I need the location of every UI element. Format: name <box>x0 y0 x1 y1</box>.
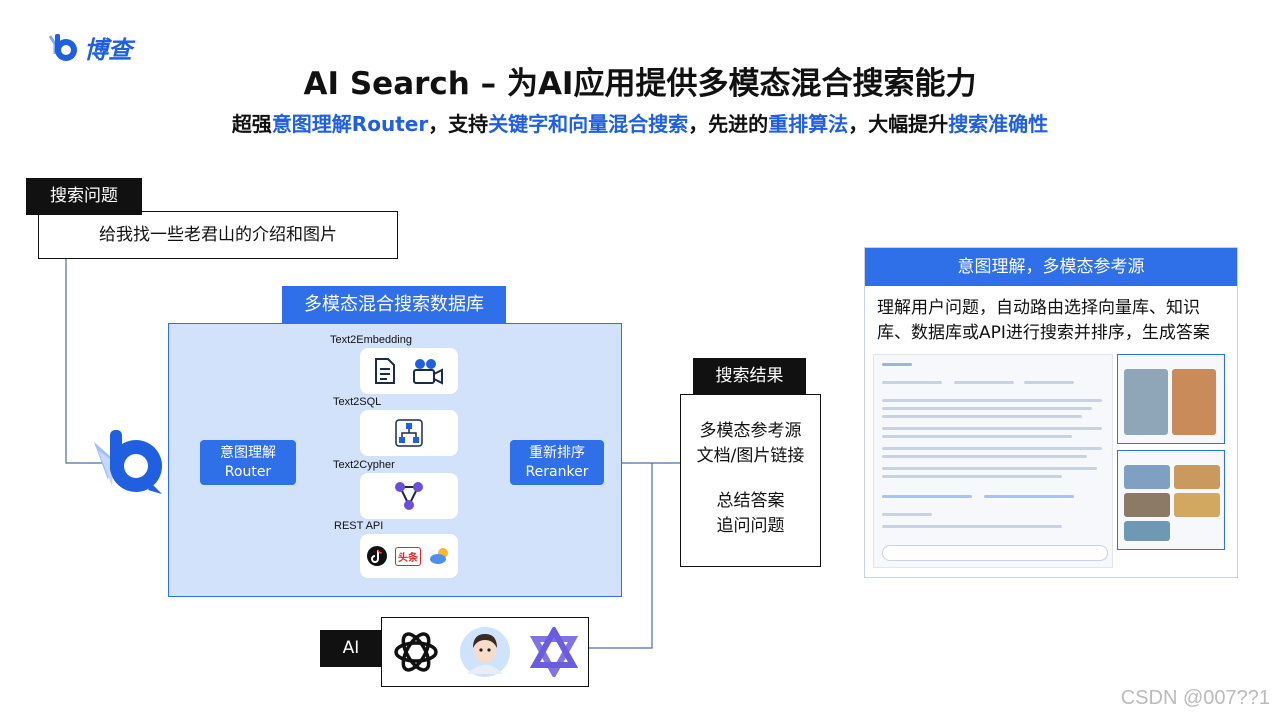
intent-card: 意图理解，多模态参考源 理解用户问题，自动路由选择向量库、知识库、数据库或API… <box>864 247 1238 578</box>
video-preview <box>1117 354 1225 444</box>
subtitle-highlight: 重排算法 <box>768 112 849 136</box>
tool-label-text2embedding: Text2Embedding <box>330 334 412 346</box>
result-line: 文档/图片链接 <box>696 446 805 466</box>
avatar-icon <box>460 627 510 677</box>
ai-models-box <box>381 617 589 687</box>
result-line: 总结答案 <box>716 491 785 511</box>
subtitle-highlight: 意图理解Router <box>271 112 429 136</box>
weather-icon <box>430 548 448 564</box>
subtitle-highlight: 关键字和向量混合搜索 <box>488 112 689 136</box>
reranker-sublabel: Reranker <box>525 463 589 480</box>
bocha-logo-icon <box>48 34 77 61</box>
router-label: 意图理解 <box>220 444 276 461</box>
sitemap-icon <box>395 419 423 447</box>
tool-card-text2embedding <box>360 348 458 394</box>
results-tag: 搜索结果 <box>693 358 806 395</box>
database-title: 多模态混合搜索数据库 <box>282 286 506 324</box>
openai-icon <box>394 632 438 672</box>
tool-label-text2sql: Text2SQL <box>333 396 382 408</box>
result-line: 追问问题 <box>716 516 785 536</box>
result-line: 多模态参考源 <box>699 421 802 441</box>
tiktok-icon <box>367 546 387 566</box>
router-sublabel: Router <box>224 463 272 480</box>
brand-name: 博查 <box>84 36 132 64</box>
intent-card-description: 理解用户问题，自动路由选择向量库、知识库、数据库或API进行搜索并排序，生成答案 <box>877 298 1210 343</box>
subtitle-part: ，先进的 <box>688 112 769 136</box>
star-logo-icon <box>529 627 579 677</box>
subtitle-part: 超强 <box>231 112 272 136</box>
document-icon <box>375 358 395 384</box>
subtitle-highlight: 搜索准确性 <box>948 112 1049 136</box>
ai-tag: AI <box>320 630 382 667</box>
results-box: 多模态参考源 文档/图片链接 总结答案 追问问题 <box>680 394 821 567</box>
preview-input <box>882 545 1108 561</box>
subtitle-part: ，支持 <box>428 112 489 136</box>
tool-label-text2cypher: Text2Cypher <box>333 459 395 471</box>
tool-card-rest-api: 头条 <box>360 534 458 578</box>
page-subtitle: 超强意图理解Router，支持关键字和向量混合搜索，先进的重排算法，大幅提升搜索… <box>0 108 1280 137</box>
video-camera-icon <box>413 359 443 385</box>
image-preview <box>1117 450 1225 550</box>
router-box: 意图理解 Router <box>200 440 296 485</box>
query-text: 给我找一些老君山的介绍和图片 <box>99 225 337 245</box>
graph-icon <box>395 482 423 510</box>
subtitle-part: ，大幅提升 <box>848 112 949 136</box>
page-title: AI Search – 为AI应用提供多模态混合搜索能力 <box>303 66 977 102</box>
watermark: CSDN @007??1 <box>1120 687 1270 709</box>
reranker-box: 重新排序 Reranker <box>510 440 604 485</box>
reranker-label: 重新排序 <box>529 444 585 461</box>
tool-label-rest-api: REST API <box>334 520 384 532</box>
toutiao-icon: 头条 <box>395 546 421 566</box>
intent-card-title: 意图理解，多模态参考源 <box>865 248 1237 286</box>
query-tag: 搜索问题 <box>26 178 142 215</box>
bocha-large-logo-icon <box>94 430 162 494</box>
tool-card-text2sql <box>360 410 458 456</box>
search-result-preview <box>873 354 1113 568</box>
query-box: 给我找一些老君山的介绍和图片 <box>38 211 398 259</box>
tool-card-text2cypher <box>360 473 458 519</box>
